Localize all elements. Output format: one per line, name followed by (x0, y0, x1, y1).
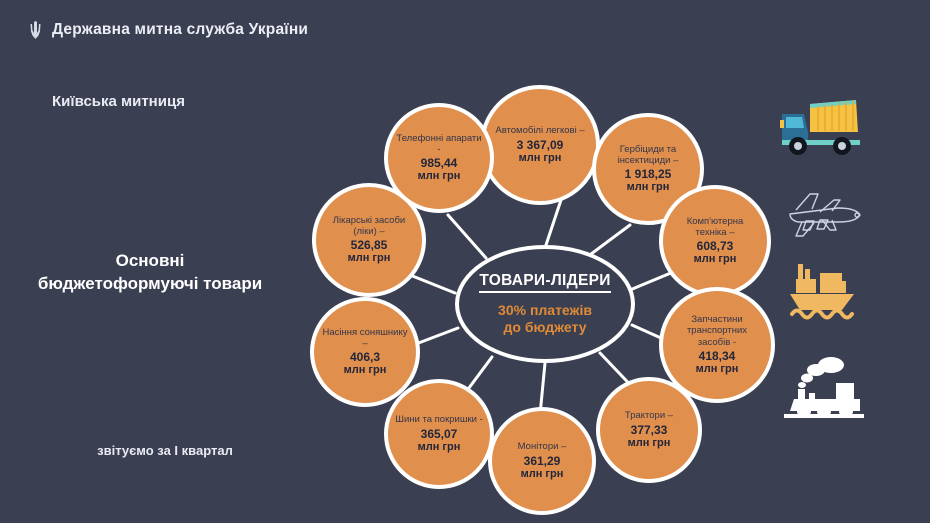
node-cars-value: 3 367,09 (516, 137, 564, 152)
page-title-line2: бюджетоформуючі товари (37, 273, 263, 293)
node-monitors-unit: млн грн (520, 467, 564, 480)
node-telephones-label: Телефонні апарати - (396, 132, 482, 155)
node-herbicides-unit: млн грн (626, 181, 670, 194)
node-herbicides-content: Гербіциди та інсектициди – 1 918,25 млн … (596, 144, 700, 195)
node-computer-equipment[interactable]: Комп'ютерна техніка – 608,73 млн грн (659, 185, 771, 297)
node-tractors-value: 377,33 (630, 422, 668, 437)
node-computer-equipment-value: 608,73 (696, 239, 734, 254)
report-period-note: звітуємо за I квартал (97, 443, 233, 458)
node-sunflower-seeds[interactable]: Насіння соняшнику – 406,3 млн грн (310, 297, 420, 407)
node-vehicle-parts-unit: млн грн (695, 362, 739, 375)
node-vehicle-parts[interactable]: Запчастини транспортних засобів - 418,34… (659, 287, 775, 403)
node-cars[interactable]: Автомобілі легкові – 3 367,09 млн грн (480, 85, 600, 205)
ukraine-trident-icon (30, 21, 41, 39)
leading-goods-diagram: ТОВАРИ-ЛІДЕРИ 30% платежів до бюджету Ав… (300, 85, 775, 515)
node-medicines-content: Лікарські засоби (ліки) – 526,85 млн грн (316, 215, 422, 266)
hub-subtitle-line1: 30% платежів (498, 301, 592, 318)
airplane-icon (789, 193, 861, 237)
node-tyres-unit: млн грн (417, 440, 461, 453)
node-monitors-value: 361,29 (523, 453, 561, 468)
node-sunflower-seeds-content: Насіння соняшнику – 406,3 млн грн (314, 327, 416, 378)
node-computer-equipment-content: Комп'ютерна техніка – 608,73 млн грн (663, 216, 767, 267)
node-sunflower-seeds-label: Насіння соняшнику – (322, 326, 408, 349)
node-sunflower-seeds-value: 406,3 (349, 350, 381, 365)
node-vehicle-parts-value: 418,34 (698, 348, 736, 363)
node-tractors-unit: млн грн (627, 436, 671, 449)
node-medicines-label: Лікарські засоби (ліки) – (332, 214, 406, 237)
node-vehicle-parts-label: Запчастини транспортних засобів - (686, 314, 748, 348)
node-tractors-label: Трактори – (624, 410, 674, 422)
node-tyres[interactable]: Шини та покришки - 365,07 млн грн (384, 379, 494, 489)
transport-icon-rail (770, 88, 895, 468)
node-vehicle-parts-content: Запчастини транспортних засобів - 418,34… (663, 314, 771, 376)
hub-subtitle-line2: до бюджету (503, 319, 587, 335)
node-cars-unit: млн грн (518, 151, 562, 164)
brand-title: Державна митна служба України (52, 21, 309, 38)
node-cars-content: Автомобілі легкові – 3 367,09 млн грн (488, 125, 591, 164)
node-telephones-content: Телефонні апарати - 985,44 млн грн (388, 133, 490, 184)
node-herbicides-label: Гербіциди та інсектициди – (617, 143, 679, 166)
node-telephones[interactable]: Телефонні апарати - 985,44 млн грн (384, 103, 494, 213)
node-telephones-unit: млн грн (417, 170, 461, 183)
node-computer-equipment-unit: млн грн (693, 253, 737, 266)
node-tyres-label: Шини та покришки - (395, 414, 483, 426)
node-medicines-value: 526,85 (350, 238, 388, 253)
node-monitors-content: Монітори – 361,29 млн грн (511, 441, 574, 480)
cargo-ship-icon (790, 264, 854, 320)
page-title-line1: Основні (115, 251, 185, 270)
node-telephones-value: 985,44 (420, 156, 458, 171)
node-computer-equipment-label: Комп'ютерна техніка – (686, 215, 744, 238)
hub-subtitle: 30% платежів до бюджету (498, 302, 592, 336)
node-medicines-unit: млн грн (347, 252, 391, 265)
node-tractors-content: Трактори – 377,33 млн грн (618, 410, 680, 449)
node-monitors-label: Монітори – (517, 441, 567, 453)
node-tyres-value: 365,07 (420, 426, 458, 441)
node-sunflower-seeds-unit: млн грн (343, 364, 387, 377)
node-tractors[interactable]: Трактори – 377,33 млн грн (596, 377, 702, 483)
node-cars-label: Автомобілі легкові – (495, 125, 585, 137)
node-herbicides-value: 1 918,25 (624, 167, 672, 182)
node-monitors[interactable]: Монітори – 361,29 млн грн (488, 407, 596, 515)
dump-truck-icon (780, 100, 860, 155)
hub-center: ТОВАРИ-ЛІДЕРИ 30% платежів до бюджету (455, 245, 635, 363)
steam-train-icon (784, 357, 864, 418)
node-tyres-content: Шини та покришки - 365,07 млн грн (388, 414, 489, 453)
brand-header: Державна митна служба України (28, 20, 308, 40)
hub-title: ТОВАРИ-ЛІДЕРИ (479, 272, 611, 293)
office-name: Київська митниця (52, 93, 185, 110)
page-title: Основні бюджетоформуючі товари (0, 250, 300, 296)
